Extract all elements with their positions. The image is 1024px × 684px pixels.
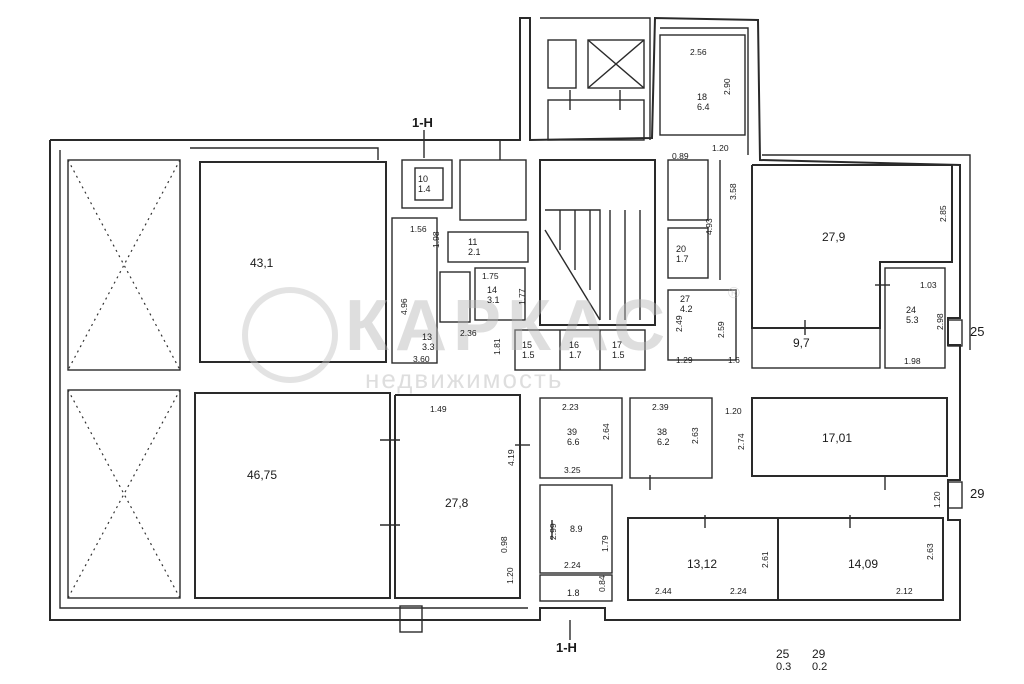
dim: 1.77 [517,288,527,305]
dim: 2.74 [736,433,746,450]
watermark: КАРКАС недвижимость ® [242,285,740,394]
dim: 2.24 [730,586,747,596]
dim: 1.6 [728,355,740,365]
dim: 2.36 [460,328,477,338]
dim: 2.63 [925,543,935,560]
shaft-top [547,39,645,141]
dim: 2.44 [655,586,672,596]
room-27-9-area: 27,9 [822,230,846,244]
dim: 1.75 [482,271,499,281]
dim: 2.63 [690,427,700,444]
room-9-7-area: 9,7 [793,336,810,350]
dim: 3.60 [413,354,430,364]
dim: 1.79 [600,535,610,552]
room-43-area: 43,1 [250,256,274,270]
dim: 4.96 [399,298,409,315]
room-outlines [194,34,953,602]
room-8-9-label: 8.9 [570,524,583,534]
legend-num-29: 29 [812,647,826,661]
dim: 1.56 [410,224,427,234]
dim: 2.59 [716,321,726,338]
dim: 2.39 [652,402,669,412]
dim: 3.25 [564,465,581,475]
room-14-09-area: 14,09 [848,557,878,571]
dim: 2.85 [938,205,948,222]
dim: 2.61 [760,551,770,568]
dim: 2.12 [896,586,913,596]
legend: 25 0.3 29 0.2 [776,647,827,673]
dim: 1.20 [725,406,742,416]
dim: 0.84 [597,575,607,592]
room-13-12-area: 13,12 [687,557,717,571]
dim: 2.64 [601,423,611,440]
dim: 4.19 [506,449,516,466]
dim: 2.90 [722,78,732,95]
entrance-door [399,605,423,633]
dim: 1.98 [431,231,441,248]
side-label-29: 29 [970,486,984,501]
section-label-bottom: 1-Н [556,640,577,655]
light-well-bottom [67,389,181,599]
watermark-sub: недвижимость [365,364,563,394]
section-label-top: 1-Н [412,115,433,130]
room-17-01-area: 17,01 [822,431,852,445]
dim: 1.81 [492,338,502,355]
dim: 2.98 [935,313,945,330]
dim: 2.49 [674,315,684,332]
dim: 1.20 [505,567,515,584]
dim: 3.58 [728,183,738,200]
dim: 2.56 [690,47,707,57]
dim: 1.98 [904,356,921,366]
dim: 1.29 [676,355,693,365]
dim: 0.98 [499,536,509,553]
room-27-8-area: 27,8 [445,496,469,510]
door-marks [380,90,890,540]
watermark-brand: КАРКАС [345,286,671,366]
dim: 1.49 [430,404,447,414]
light-well-top [67,159,181,371]
watermark-mark: ® [728,285,740,302]
dim: 2.99 [548,523,558,540]
legend-val-25: 0.3 [776,661,791,673]
side-label-25: 25 [970,324,984,339]
dim: 0.89 [672,151,689,161]
dim: 1.20 [712,143,729,153]
dim: 1.03 [920,280,937,290]
dimensions: 2.56 2.90 0.89 1.20 3.58 4.93 2.85 1.03 … [399,47,948,596]
legend-val-29: 0.2 [812,661,827,673]
room-46-area: 46,75 [247,468,277,482]
dim: 1.20 [932,491,942,508]
legend-num-25: 25 [776,647,790,661]
dim: 2.23 [562,402,579,412]
dim: 4.93 [704,218,714,235]
room-1-8-label: 1.8 [567,588,580,598]
dim: 2.24 [564,560,581,570]
